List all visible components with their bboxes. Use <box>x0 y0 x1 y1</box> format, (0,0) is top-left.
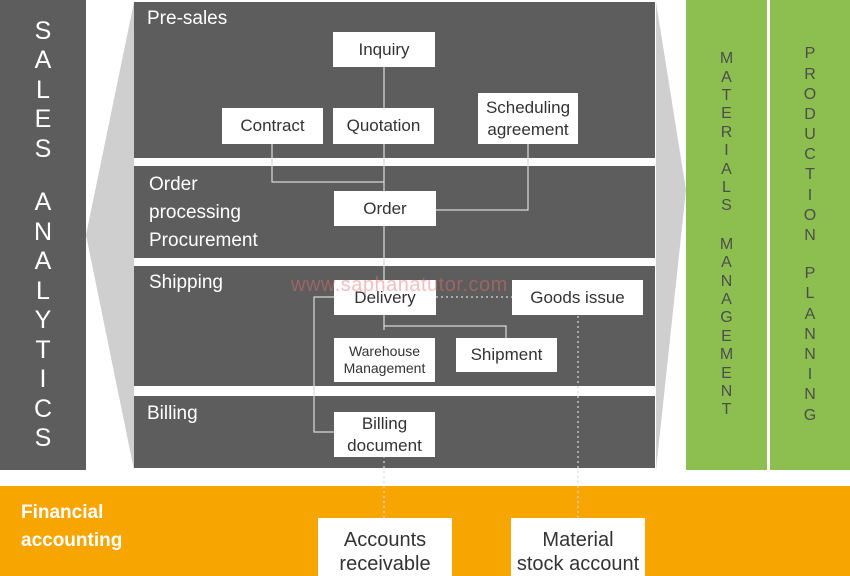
vertical-letter: C <box>804 146 816 164</box>
vertical-letter: E <box>34 105 52 133</box>
vertical-letter: N <box>720 382 733 400</box>
scheduling-line1: Scheduling <box>485 98 571 118</box>
vertical-letter: N <box>720 272 733 290</box>
vertical-letter: N <box>804 227 816 244</box>
vertical-letter: A <box>721 160 732 178</box>
line-to-shipment <box>384 325 507 338</box>
right-connector <box>656 2 686 470</box>
vertical-letter: I <box>807 366 813 384</box>
vertical-letter: A <box>721 290 732 308</box>
quotation-box: Quotation <box>333 108 434 144</box>
vertical-letter: L <box>36 75 50 104</box>
vertical-letter: N <box>804 386 816 404</box>
vertical-letter: T <box>805 166 815 184</box>
scheduling-line2: agreement <box>487 119 569 139</box>
warehouse-line1: Warehouse <box>348 342 421 359</box>
vertical-letter: A <box>721 68 732 86</box>
vertical-letter: M <box>719 50 734 68</box>
vertical-letter: P <box>804 45 816 63</box>
order-box: Order <box>334 191 436 226</box>
billing-label: Billing <box>147 403 198 424</box>
vertical-letter: I <box>724 142 729 160</box>
inquiry-box: Inquiry <box>333 32 435 67</box>
accounts-receivable-box: Accounts receivable <box>318 518 452 576</box>
vertical-letter: A <box>804 305 816 323</box>
vertical-letter: E <box>721 105 732 123</box>
vertical-letter: N <box>804 325 816 343</box>
vertical-letter: A <box>34 247 52 275</box>
vertical-letter: L <box>36 276 50 305</box>
goods-issue-box: Goods issue <box>512 280 643 315</box>
order-label-line1: Order <box>149 174 198 195</box>
vertical-letter: O <box>803 85 817 103</box>
line-scheduling-order <box>436 144 529 211</box>
vertical-letter: G <box>803 406 817 424</box>
vertical-letter: S <box>34 424 52 452</box>
financial-accounting-label: Financial accounting <box>21 499 122 555</box>
vertical-letter: D <box>804 105 816 123</box>
material-line2: stock account <box>516 553 640 575</box>
vertical-letter: M <box>719 235 734 253</box>
material-stock-account-box: Material stock account <box>511 518 645 576</box>
material-line1: Material <box>542 529 614 551</box>
accounts-line1: Accounts <box>343 529 427 551</box>
order-label-line2: processing <box>149 202 241 223</box>
vertical-letter: S <box>721 197 732 215</box>
presales-label: Pre-sales <box>147 8 228 29</box>
order-label-line3: Procurement <box>149 230 258 251</box>
vertical-letter: R <box>804 65 816 83</box>
line-delivery-billing <box>313 296 334 433</box>
billing-document-box: Billing document <box>334 412 435 457</box>
vertical-letter: C <box>33 394 53 423</box>
delivery-box: Delivery <box>334 280 436 315</box>
billing-line2: document <box>347 435 422 455</box>
watermark: www.saphanatutor.com <box>291 274 508 296</box>
vertical-letter: S <box>34 16 52 45</box>
vertical-letter: A <box>34 46 52 74</box>
vertical-letter: T <box>35 335 51 364</box>
vertical-letter: T <box>721 401 732 419</box>
warehouse-management-box: Warehouse Management <box>334 338 435 382</box>
vertical-letter: N <box>804 345 816 363</box>
accounts-line2: receivable <box>339 553 431 575</box>
financial-line2: accounting <box>21 530 123 551</box>
order-processing-label: Order processing Procurement <box>149 171 258 255</box>
vertical-letter: U <box>804 126 816 144</box>
billing-line1: Billing <box>361 414 408 434</box>
left-connector <box>86 2 134 470</box>
vertical-letter: N <box>33 217 53 246</box>
vertical-letter: E <box>721 327 732 345</box>
vertical-letter: G <box>720 309 733 327</box>
line-contract-order <box>271 144 384 183</box>
contract-box: Contract <box>222 108 323 144</box>
vertical-letter: L <box>805 285 815 303</box>
vertical-letter: E <box>721 364 732 382</box>
financial-line1: Financial <box>21 502 104 523</box>
vertical-letter: S <box>34 134 52 163</box>
vertical-letter: M <box>719 346 734 364</box>
vertical-letter: I <box>39 365 47 393</box>
vertical-letter: P <box>804 265 816 283</box>
scheduling-agreement-box: Scheduling agreement <box>478 93 578 144</box>
shipment-box: Shipment <box>456 338 557 372</box>
vertical-letter: A <box>34 188 52 216</box>
connector-shapes <box>86 2 686 470</box>
vertical-letter: T <box>721 87 732 105</box>
vertical-letter: R <box>720 123 733 141</box>
shipping-label: Shipping <box>149 272 223 293</box>
vertical-letter: I <box>807 186 813 204</box>
vertical-letter: A <box>721 254 732 272</box>
vertical-letter: Y <box>34 306 52 334</box>
vertical-letter: O <box>803 206 817 224</box>
warehouse-line2: Management <box>343 360 426 376</box>
vertical-letter: L <box>722 179 731 197</box>
